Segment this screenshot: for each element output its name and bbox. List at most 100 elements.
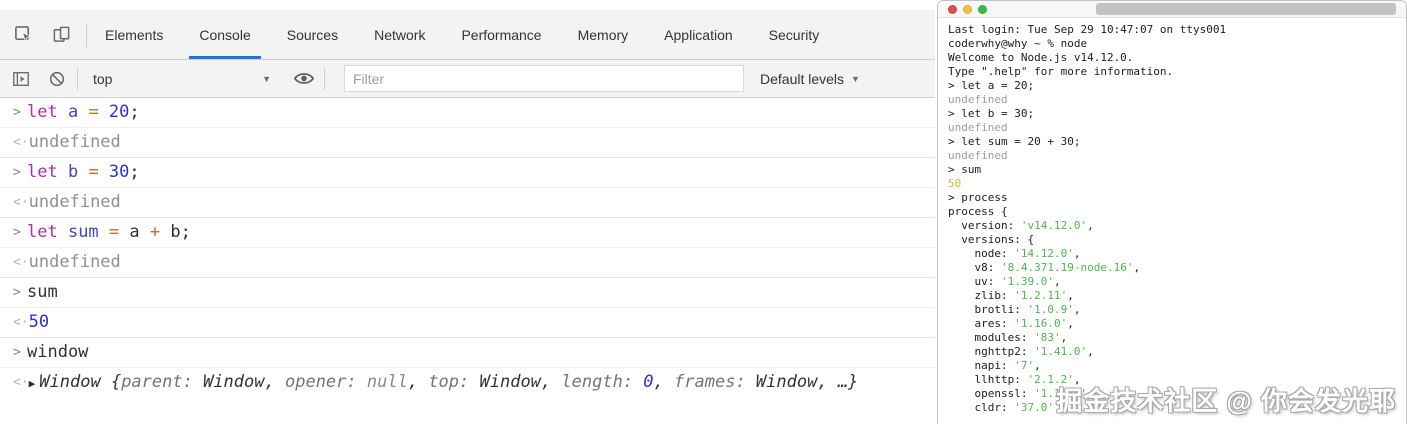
token-pl: window xyxy=(27,342,89,362)
terminal-token-k: modules: xyxy=(948,331,1035,344)
terminal-line: undefined xyxy=(948,93,1406,107)
terminal-token-k: ares: xyxy=(948,317,1015,330)
inspect-button[interactable] xyxy=(12,24,34,46)
terminal-line: nghttp2: '1.41.0', xyxy=(948,345,1406,359)
console-result-entry: <·50 xyxy=(0,307,935,337)
terminal-token-k: brotli: xyxy=(948,303,1028,316)
token-vr: b xyxy=(67,162,89,182)
tab-label: Application xyxy=(664,26,733,43)
tab-console[interactable]: Console xyxy=(181,10,268,59)
token-num: 20 xyxy=(108,102,130,122)
terminal-line: brotli: '1.0.9', xyxy=(948,303,1406,317)
terminal-token-k: process { xyxy=(948,205,1008,218)
terminal-line: version: 'v14.12.0', xyxy=(948,219,1406,233)
terminal-token-gr: '83' xyxy=(1034,331,1061,344)
console-prompt-icon: > xyxy=(13,165,21,180)
terminal-line: uv: '1.39.0', xyxy=(948,275,1406,289)
terminal-token-gr: '14.12.0' xyxy=(1014,247,1074,260)
token-op: + xyxy=(149,222,171,242)
console-result-entry: <·undefined xyxy=(0,127,935,157)
tab-label: Elements xyxy=(105,26,164,43)
terminal-token-gy: undefined xyxy=(948,121,1008,134)
tab-memory[interactable]: Memory xyxy=(560,10,647,59)
token-und: undefined xyxy=(28,252,121,272)
console-input-entry: >let b = 30; xyxy=(0,157,935,187)
terminal-token-k: , xyxy=(1087,219,1094,232)
tab-label: Console xyxy=(199,26,251,43)
token-prop: frames: xyxy=(674,372,756,392)
console-entry-text: undefined xyxy=(29,252,121,273)
token-obj: , …} xyxy=(817,372,859,392)
terminal-token-gr: '1.0.9' xyxy=(1027,303,1074,316)
console-entry-text: window xyxy=(27,342,88,363)
tab-label: Security xyxy=(768,26,820,43)
filter-input[interactable] xyxy=(344,65,744,92)
token-obj: , xyxy=(407,372,429,392)
terminal-line: zlib: '1.2.11', xyxy=(948,289,1406,303)
terminal-token-k: , xyxy=(1133,261,1141,274)
terminal-token-k: Welcome to Node.js v14.12.0. xyxy=(948,51,1134,64)
expand-triangle-icon[interactable]: ▶ xyxy=(28,377,36,390)
token-vr: sum xyxy=(67,222,109,242)
terminal-token-k: , xyxy=(1087,345,1094,358)
live-expression-button[interactable] xyxy=(293,68,315,90)
tab-label: Performance xyxy=(461,26,542,43)
console-sidebar-button[interactable] xyxy=(10,68,32,90)
terminal-token-k: version: xyxy=(948,219,1021,232)
terminal-token-k: uv: xyxy=(948,275,1001,288)
clear-console-icon xyxy=(48,70,66,88)
close-button[interactable] xyxy=(948,5,957,14)
token-pl: sum xyxy=(27,282,58,302)
token-num: 30 xyxy=(108,162,130,182)
toolbar-separator-2 xyxy=(324,67,325,90)
token-vr: a xyxy=(67,102,89,122)
device-toolbar-button[interactable] xyxy=(50,24,72,46)
tab-elements[interactable]: Elements xyxy=(87,10,181,59)
token-obj: , xyxy=(540,372,562,392)
terminal-token-yl: 50 xyxy=(948,177,962,190)
terminal-line: openssl: '1.1.1g', xyxy=(948,387,1406,401)
watermark: 掘金技术社区 @ 你会发光耶 xyxy=(1056,386,1396,416)
context-selector[interactable]: top ▼ xyxy=(87,71,279,87)
token-obj: Window xyxy=(203,372,265,392)
token-und: undefined xyxy=(28,132,121,152)
token-pl: b xyxy=(170,222,181,242)
token-op: = xyxy=(88,162,109,182)
traffic-lights xyxy=(948,5,987,14)
terminal-token-k: v8: xyxy=(948,261,1001,274)
clear-console-button[interactable] xyxy=(46,68,68,90)
tab-sources[interactable]: Sources xyxy=(269,10,356,59)
minimize-button[interactable] xyxy=(963,5,972,14)
terminal-token-k: napi: xyxy=(948,359,1015,372)
console-prompt-icon: > xyxy=(13,225,21,240)
terminal-line: > let a = 20; xyxy=(948,79,1406,93)
console-result-icon: <· xyxy=(13,315,29,330)
console-result-icon: <· xyxy=(13,195,29,210)
terminal-line: ares: '1.16.0', xyxy=(948,317,1406,331)
terminal-token-k: > let b = 30; xyxy=(948,107,1035,120)
tab-network[interactable]: Network xyxy=(356,10,443,59)
token-op: = xyxy=(88,102,109,122)
token-prop: top: xyxy=(428,372,480,392)
console-entry-text: undefined xyxy=(29,132,121,153)
tab-security[interactable]: Security xyxy=(751,10,838,59)
tabbar-icons xyxy=(0,10,86,59)
token-num: 0 xyxy=(643,372,654,392)
token-obj: Window xyxy=(479,372,541,392)
terminal-line: llhttp: '2.1.2', xyxy=(948,373,1406,387)
terminal-line: > sum xyxy=(948,163,1406,177)
tab-performance[interactable]: Performance xyxy=(443,10,559,59)
levels-selector[interactable]: Default levels ▼ xyxy=(760,71,860,87)
console-entry-text: let sum = a + b; xyxy=(27,222,191,243)
tab-application[interactable]: Application xyxy=(646,10,751,59)
console-result-icon: <· xyxy=(13,135,29,150)
console-prompt-icon: > xyxy=(13,345,21,360)
terminal-line: undefined xyxy=(948,121,1406,135)
terminal-token-k: , xyxy=(1073,247,1081,260)
token-prop: parent: xyxy=(121,372,204,392)
token-und: undefined xyxy=(28,192,121,212)
terminal-token-gr: '1.1.1g' xyxy=(1034,387,1088,400)
toolbar-separator-1 xyxy=(77,67,78,90)
zoom-button[interactable] xyxy=(978,5,987,14)
terminal-token-k: , xyxy=(1060,331,1068,344)
